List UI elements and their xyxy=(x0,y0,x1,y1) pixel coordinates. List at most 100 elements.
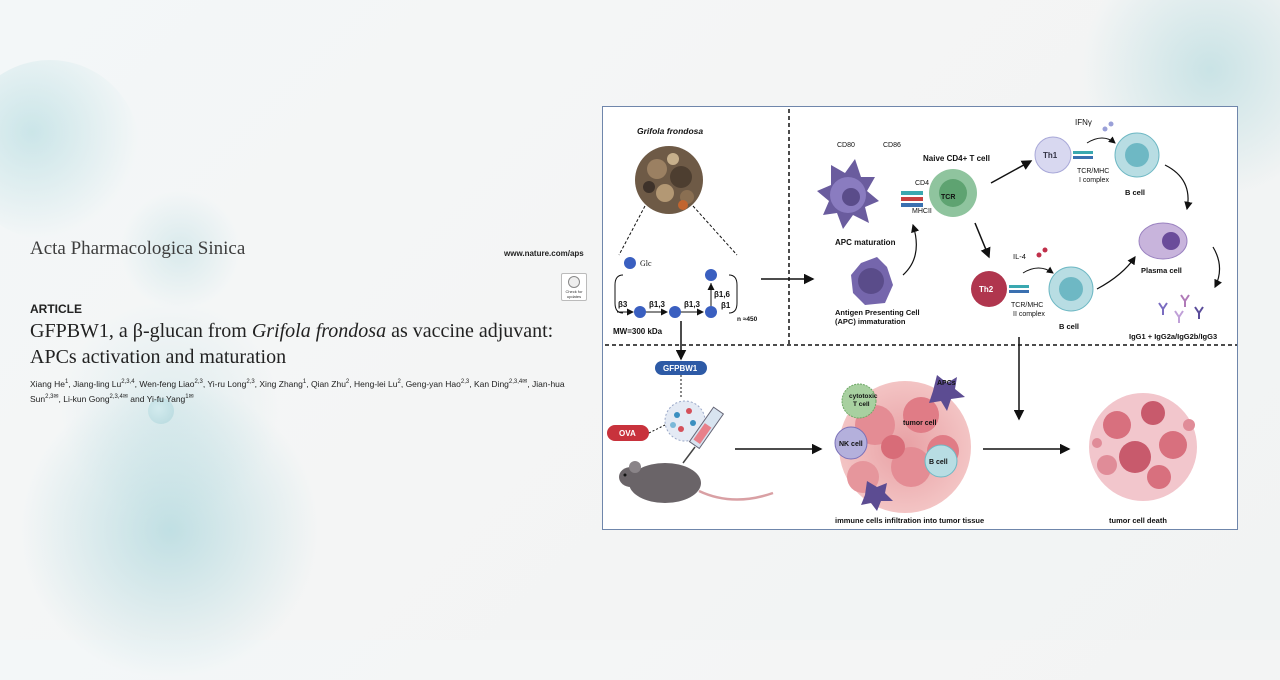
tumor-tissue xyxy=(839,381,971,513)
b-cell-2-label: B cell xyxy=(1059,322,1079,331)
nk-cell-label: NK cell xyxy=(839,441,863,448)
author-name[interactable]: Wen-feng Liao2,3 xyxy=(139,378,203,389)
glucan-structure: Glc β3 β1,3 β1,3 β1,6 β1 MW=300 kDa n ≈4… xyxy=(613,257,758,336)
arrow-to-igg xyxy=(1212,246,1222,289)
immature-apc xyxy=(851,257,893,305)
th2-label: Th2 xyxy=(979,285,994,294)
antibody-icons xyxy=(1158,294,1204,323)
arrow-to-th2 xyxy=(974,222,991,259)
author-name[interactable]: Xing Zhang1 xyxy=(259,378,307,389)
author-name[interactable]: Yi-fu Yang1✉ xyxy=(146,393,194,404)
beta13-label-b: β1,3 xyxy=(684,300,701,309)
journal-website[interactable]: www.nature.com/aps xyxy=(504,249,584,258)
author-affiliation: 2,3 xyxy=(194,379,203,385)
plasma-cell-label: Plasma cell xyxy=(1141,266,1182,275)
apc-maturation-label: APC maturation xyxy=(835,238,896,247)
tumor-cell-label: tumor cell xyxy=(903,420,937,427)
ova-line xyxy=(648,424,666,434)
author-name[interactable]: Heng-lei Lu2 xyxy=(354,378,401,389)
plasma-cell xyxy=(1138,222,1188,260)
grifola-label: Grifola frondosa xyxy=(637,126,703,136)
syringe-icon xyxy=(682,406,725,464)
igg-label: IgG1 + IgG2a/IgG2b/IgG3 xyxy=(1129,332,1217,341)
ova-badge xyxy=(607,425,649,441)
author-affiliation: 2,3 xyxy=(246,379,255,385)
th2-receptor xyxy=(1009,285,1029,293)
zoom-line-left xyxy=(618,205,646,256)
apcs-cells xyxy=(929,375,965,411)
author-affiliation: 2,3✉ xyxy=(45,393,59,400)
b-cell-3-label: B cell xyxy=(929,459,948,466)
cd80-label: CD80 xyxy=(837,142,855,149)
infiltration-label: immune cells infiltration into tumor tis… xyxy=(835,516,984,525)
b-cell-1-label: B cell xyxy=(1125,188,1145,197)
cytokine-dot xyxy=(1102,126,1108,132)
mature-apc xyxy=(817,159,879,229)
b-cell-3 xyxy=(924,444,958,478)
author-affiliation: 2 xyxy=(397,379,401,385)
cytotoxic-label-2: T cell xyxy=(853,401,870,408)
arrow-to-th1 xyxy=(990,160,1033,184)
b-cell-1 xyxy=(1114,132,1160,178)
beta13-label-a: β1,3 xyxy=(649,300,666,309)
dead-tumor-cells xyxy=(1089,393,1197,501)
cytokine-dot xyxy=(1036,252,1042,258)
author-affiliation: 1 xyxy=(302,379,307,385)
apc-immature-label-1: Antigen Presenting Cell xyxy=(835,308,920,317)
glc-label: Glc xyxy=(640,259,652,268)
article-type-label: ARTICLE xyxy=(30,302,82,316)
adjuvant-mix xyxy=(664,400,706,442)
maturation-arrow xyxy=(902,223,920,276)
check-updates-icon xyxy=(568,276,580,288)
arrow-to-plasma xyxy=(1164,164,1193,211)
ifng-label: IFNγ xyxy=(1075,118,1092,127)
mushroom-image xyxy=(635,146,703,214)
n-label: n ≈450 xyxy=(737,316,758,323)
author-affiliation: 2,3,4✉ xyxy=(109,393,128,400)
graphical-abstract: Grifola frondosa Glc β3 β1,3 β1,3 β1,6 β… xyxy=(602,106,1238,530)
naive-t-cell xyxy=(929,169,977,217)
ifng-arrow xyxy=(1086,136,1116,144)
beta1-label: β1 xyxy=(721,301,731,310)
zoom-line-right xyxy=(692,205,738,256)
b-cell-2 xyxy=(1048,266,1094,312)
title-species: Grifola frondosa xyxy=(251,320,387,342)
author-name[interactable]: Li-kun Gong2,3,4✉ xyxy=(63,393,128,404)
check-updates-label: Check for updates xyxy=(565,289,583,299)
apcs-label: APCs xyxy=(937,380,956,387)
author-name[interactable]: Qian Zhu2 xyxy=(310,378,350,389)
mouse-icon xyxy=(619,461,774,503)
il4-label: IL-4 xyxy=(1013,252,1026,261)
author-affiliation: 1✉ xyxy=(185,393,194,400)
author-list: Xiang He1, Jiang-ling Lu2,3,4, Wen-feng … xyxy=(30,378,565,404)
author-name[interactable]: Kan Ding2,3,4✉ xyxy=(473,378,528,389)
beta16-label: β1,6 xyxy=(714,290,731,299)
cytotoxic-label-1: cytotoxic xyxy=(849,393,878,400)
author-affiliation: 2,3,4✉ xyxy=(508,379,528,385)
naive-t-label: Naive CD4+ T cell xyxy=(923,154,990,163)
tcr-mhc-2-label: TCR/MHC xyxy=(1011,302,1043,309)
author-affiliation: 1 xyxy=(64,379,69,385)
th1-cell xyxy=(1034,136,1072,174)
tcr-mhc-2-complex-label: II complex xyxy=(1013,311,1045,318)
th1-receptor xyxy=(1073,151,1093,159)
author-name[interactable]: Xiang He1 xyxy=(30,378,69,389)
author-name[interactable]: Jiang-ling Lu2,3,4 xyxy=(73,378,135,389)
tcr-mhc-1-label: TCR/MHC xyxy=(1077,168,1109,175)
article-title: GFPBW1, a β-glucan from Grifola frondosa… xyxy=(30,318,570,370)
beta3-label: β3 xyxy=(618,300,628,309)
nk-cell xyxy=(834,426,868,460)
dendritic-cell-bottom xyxy=(861,481,893,511)
ova-label: OVA xyxy=(619,429,636,438)
author-affiliation: 2,3 xyxy=(460,379,470,385)
il4-arrow xyxy=(1022,266,1054,274)
title-part-1: GFPBW1, a β-glucan from xyxy=(30,320,252,342)
author-name[interactable]: Geng-yan Hao2,3 xyxy=(405,378,470,389)
abstract-figure-svg: Grifola frondosa Glc β3 β1,3 β1,3 β1,6 β… xyxy=(605,109,1237,525)
author-name[interactable]: Yi-ru Long2,3 xyxy=(207,378,255,389)
tcr-label: TCR xyxy=(941,194,955,201)
mw-label: MW=300 kDa xyxy=(613,327,663,336)
author-name[interactable]: Jian-hua Sun2,3✉ xyxy=(30,378,565,404)
check-for-updates-badge[interactable]: Check for updates xyxy=(561,273,587,301)
arrow-th2-to-plasma xyxy=(1096,256,1136,290)
